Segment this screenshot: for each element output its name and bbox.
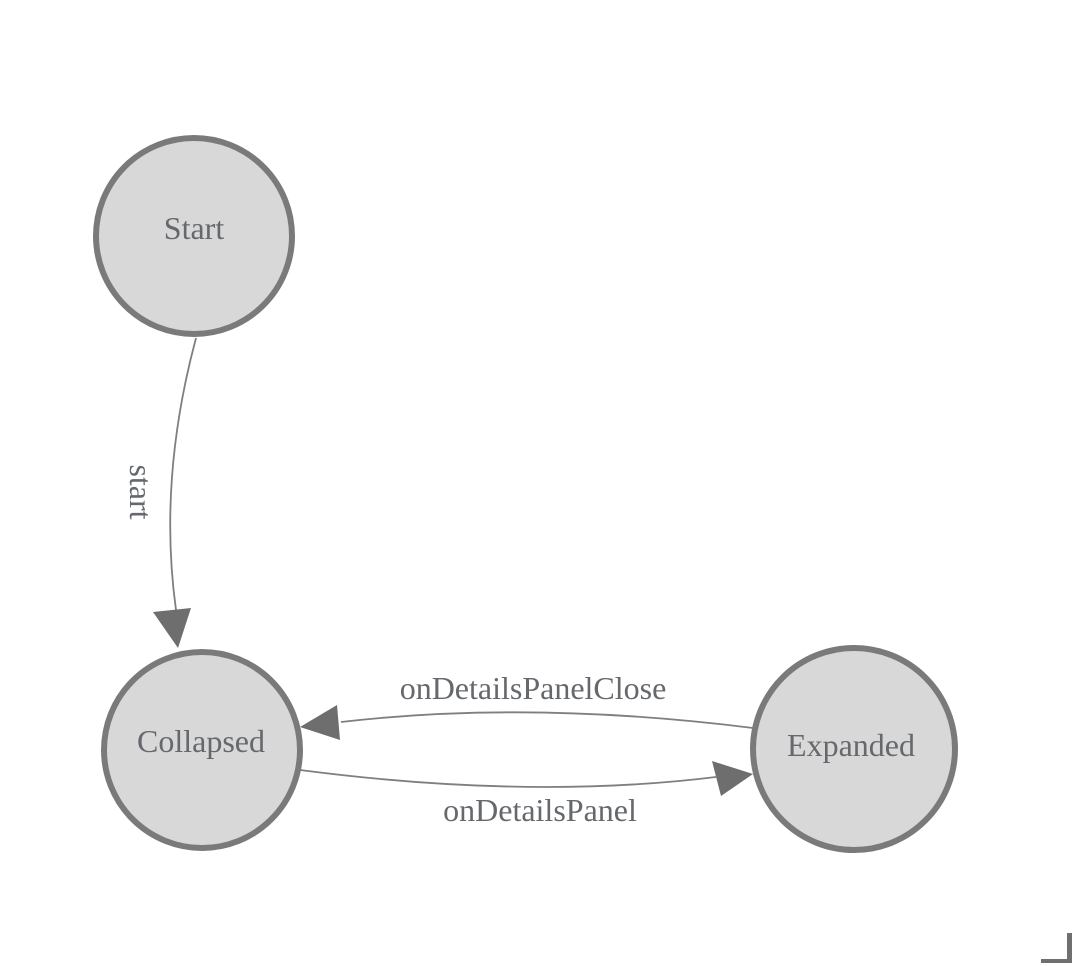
state-node-label-collapsed: Collapsed	[137, 723, 265, 759]
arrowhead-icon	[300, 705, 340, 740]
state-node-label-start: Start	[164, 210, 225, 246]
transition-label-expanded-to-collapsed: onDetailsPanelClose	[400, 670, 667, 706]
transition-edge-start-to-collapsed	[169, 337, 197, 611]
transition-edge-expanded-to-collapsed	[340, 711, 754, 729]
state-node-expanded	[750, 645, 958, 853]
resize-corner-icon[interactable]	[1041, 933, 1072, 963]
transition-edge-collapsed-to-expanded	[299, 769, 717, 788]
state-node-start	[93, 135, 295, 337]
arrowhead-icon	[712, 761, 753, 796]
state-node-collapsed	[101, 649, 303, 851]
transition-label-start-to-collapsed: start	[123, 464, 159, 519]
arrowhead-icon	[153, 608, 191, 648]
state-node-label-expanded: Expanded	[787, 727, 915, 763]
transition-label-collapsed-to-expanded: onDetailsPanel	[443, 792, 637, 828]
